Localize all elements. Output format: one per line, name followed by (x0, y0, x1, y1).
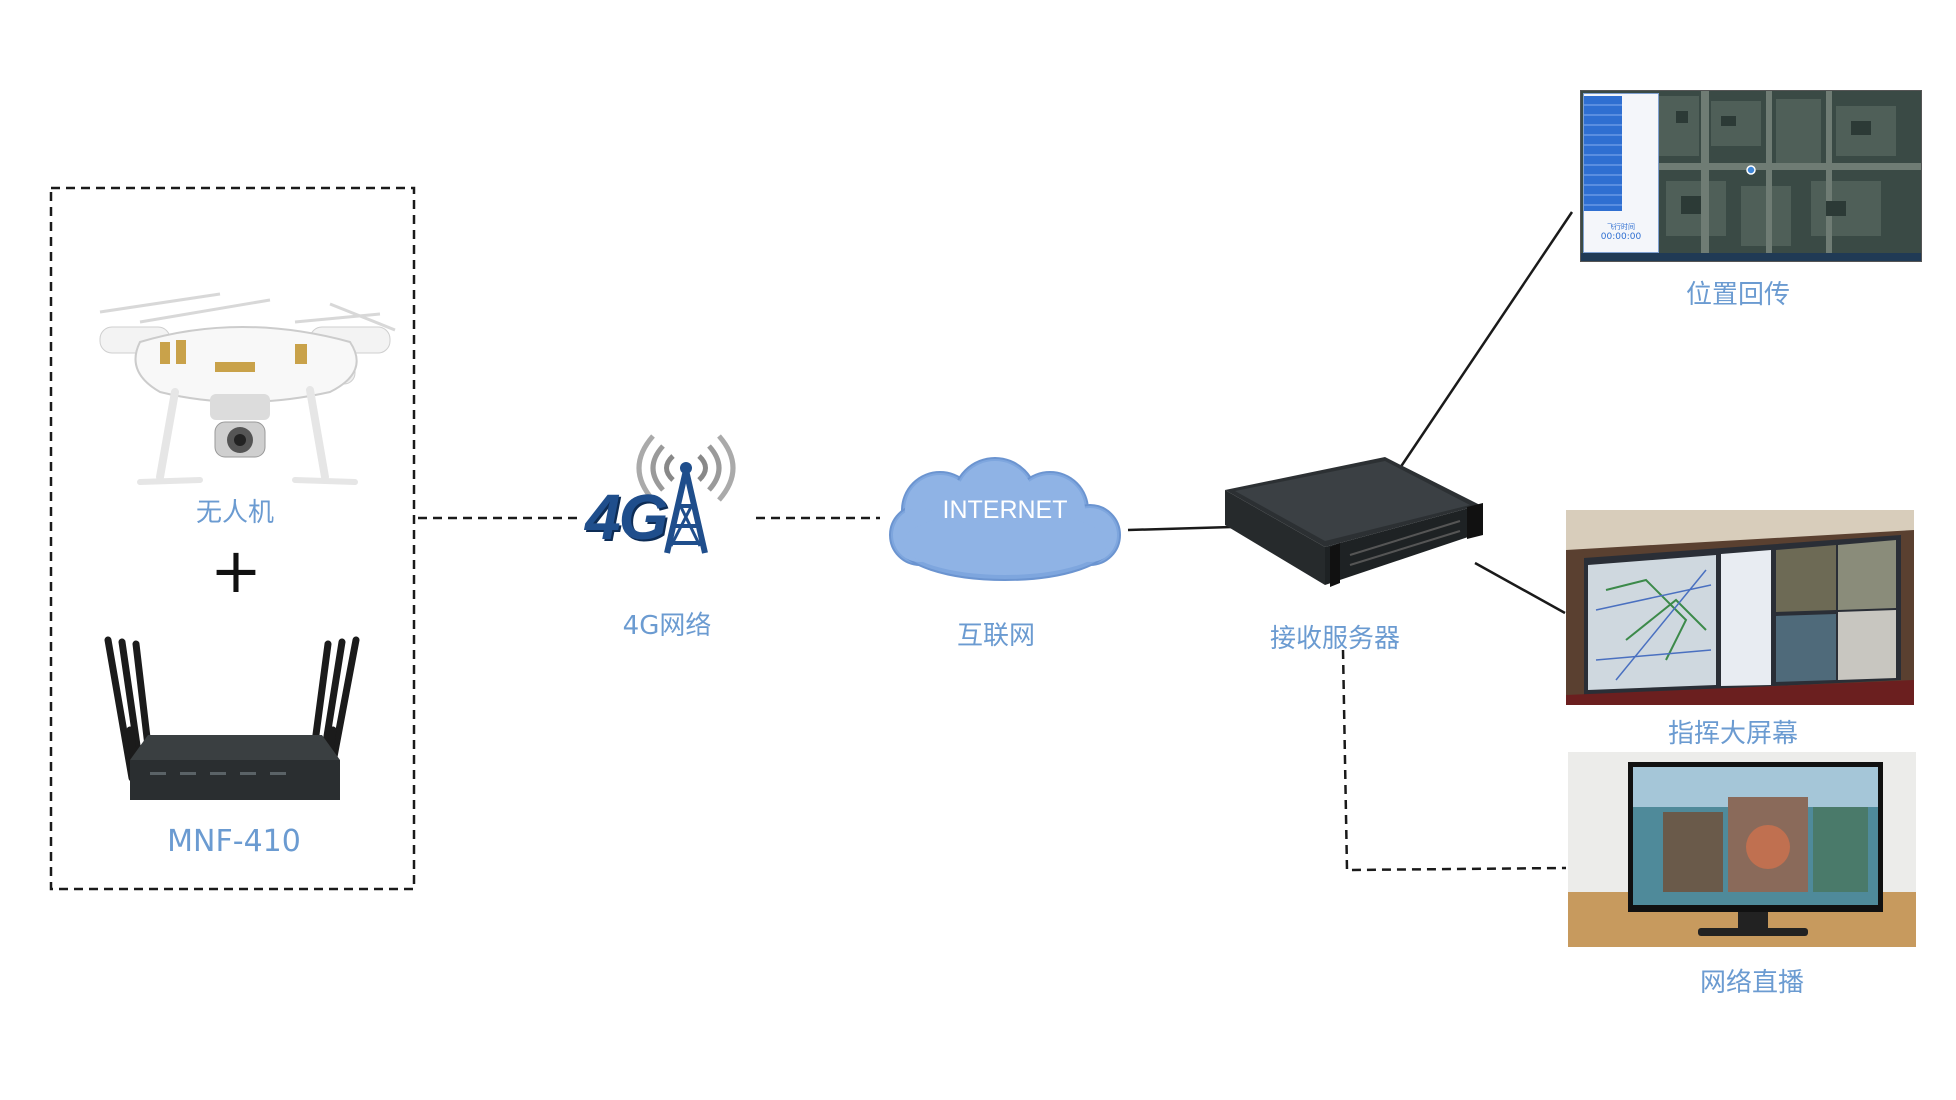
map-info-rows (1584, 96, 1622, 211)
cloud-text: INTERNET (942, 496, 1068, 524)
output-label-livestream: 网络直播 (1699, 968, 1805, 998)
internet-node: INTERNET (880, 455, 1130, 585)
drone-label: 无人机 (195, 498, 275, 528)
tower-4g-text: 4G (585, 481, 668, 553)
map-info-panel: 飞行时间 00:00:00 (1583, 93, 1659, 253)
drone-icon (99, 292, 396, 485)
internet-label: 互联网 (956, 621, 1036, 651)
link-server-map (1398, 211, 1574, 469)
device-group-border (49, 186, 416, 891)
cell-tower-icon (636, 434, 736, 554)
map-timer-label: 飞行时间 (1607, 223, 1635, 231)
server-label: 接收服务器 (1269, 624, 1401, 654)
server-icon (1225, 457, 1483, 587)
link-server-monitor (1341, 649, 1567, 872)
monitor-icon (1568, 752, 1916, 947)
network-node: 4G (585, 418, 760, 563)
router-icon (104, 636, 360, 800)
output-label-position: 位置回传 (1685, 280, 1791, 310)
link-internet-server (1127, 525, 1233, 532)
router-label: MNF-410 (167, 824, 301, 859)
output-label-videowall: 指挥大屏幕 (1667, 719, 1799, 749)
network-label: 4G网络 (622, 611, 712, 641)
video-wall-icon (1566, 510, 1914, 705)
plus-sign: + (210, 534, 262, 607)
map-screen-icon: 飞行时间 00:00:00 (1580, 90, 1922, 262)
map-timer-value: 00:00:00 (1600, 232, 1642, 242)
link-server-videowall (1474, 561, 1566, 615)
cloud-icon (889, 457, 1121, 581)
